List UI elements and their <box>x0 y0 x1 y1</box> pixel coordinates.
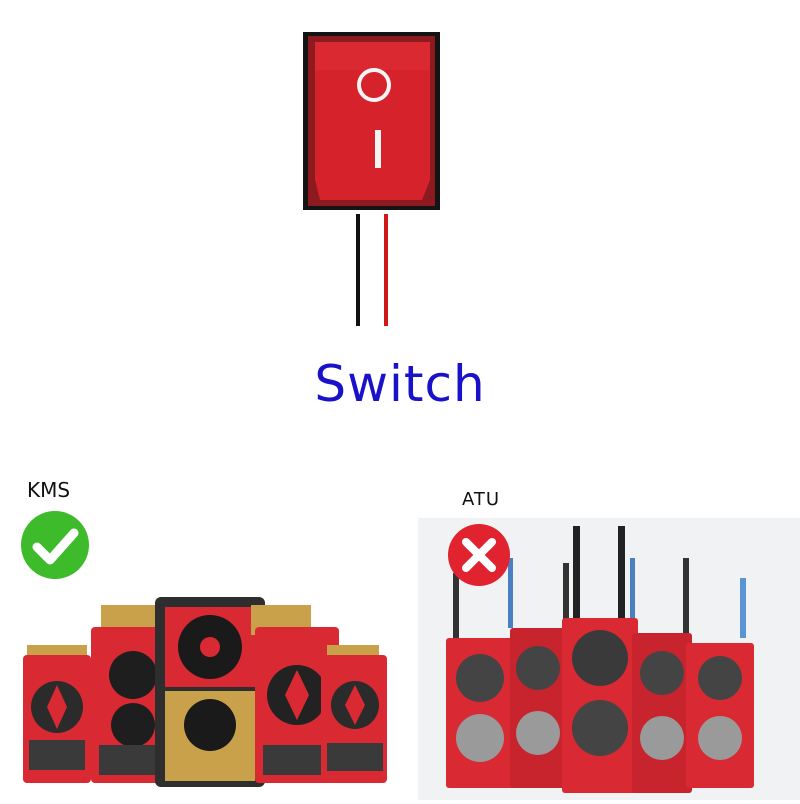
switch-title: Switch <box>314 355 486 413</box>
rocker-switch-image <box>303 32 440 326</box>
cross-icon <box>448 524 510 586</box>
on-symbol-icon <box>375 130 381 168</box>
atu-label: ATU <box>462 489 501 510</box>
kms-label: KMS <box>27 478 71 502</box>
kms-bms-boards-image <box>23 597 387 787</box>
off-symbol-icon <box>357 68 391 102</box>
check-icon <box>21 511 89 579</box>
